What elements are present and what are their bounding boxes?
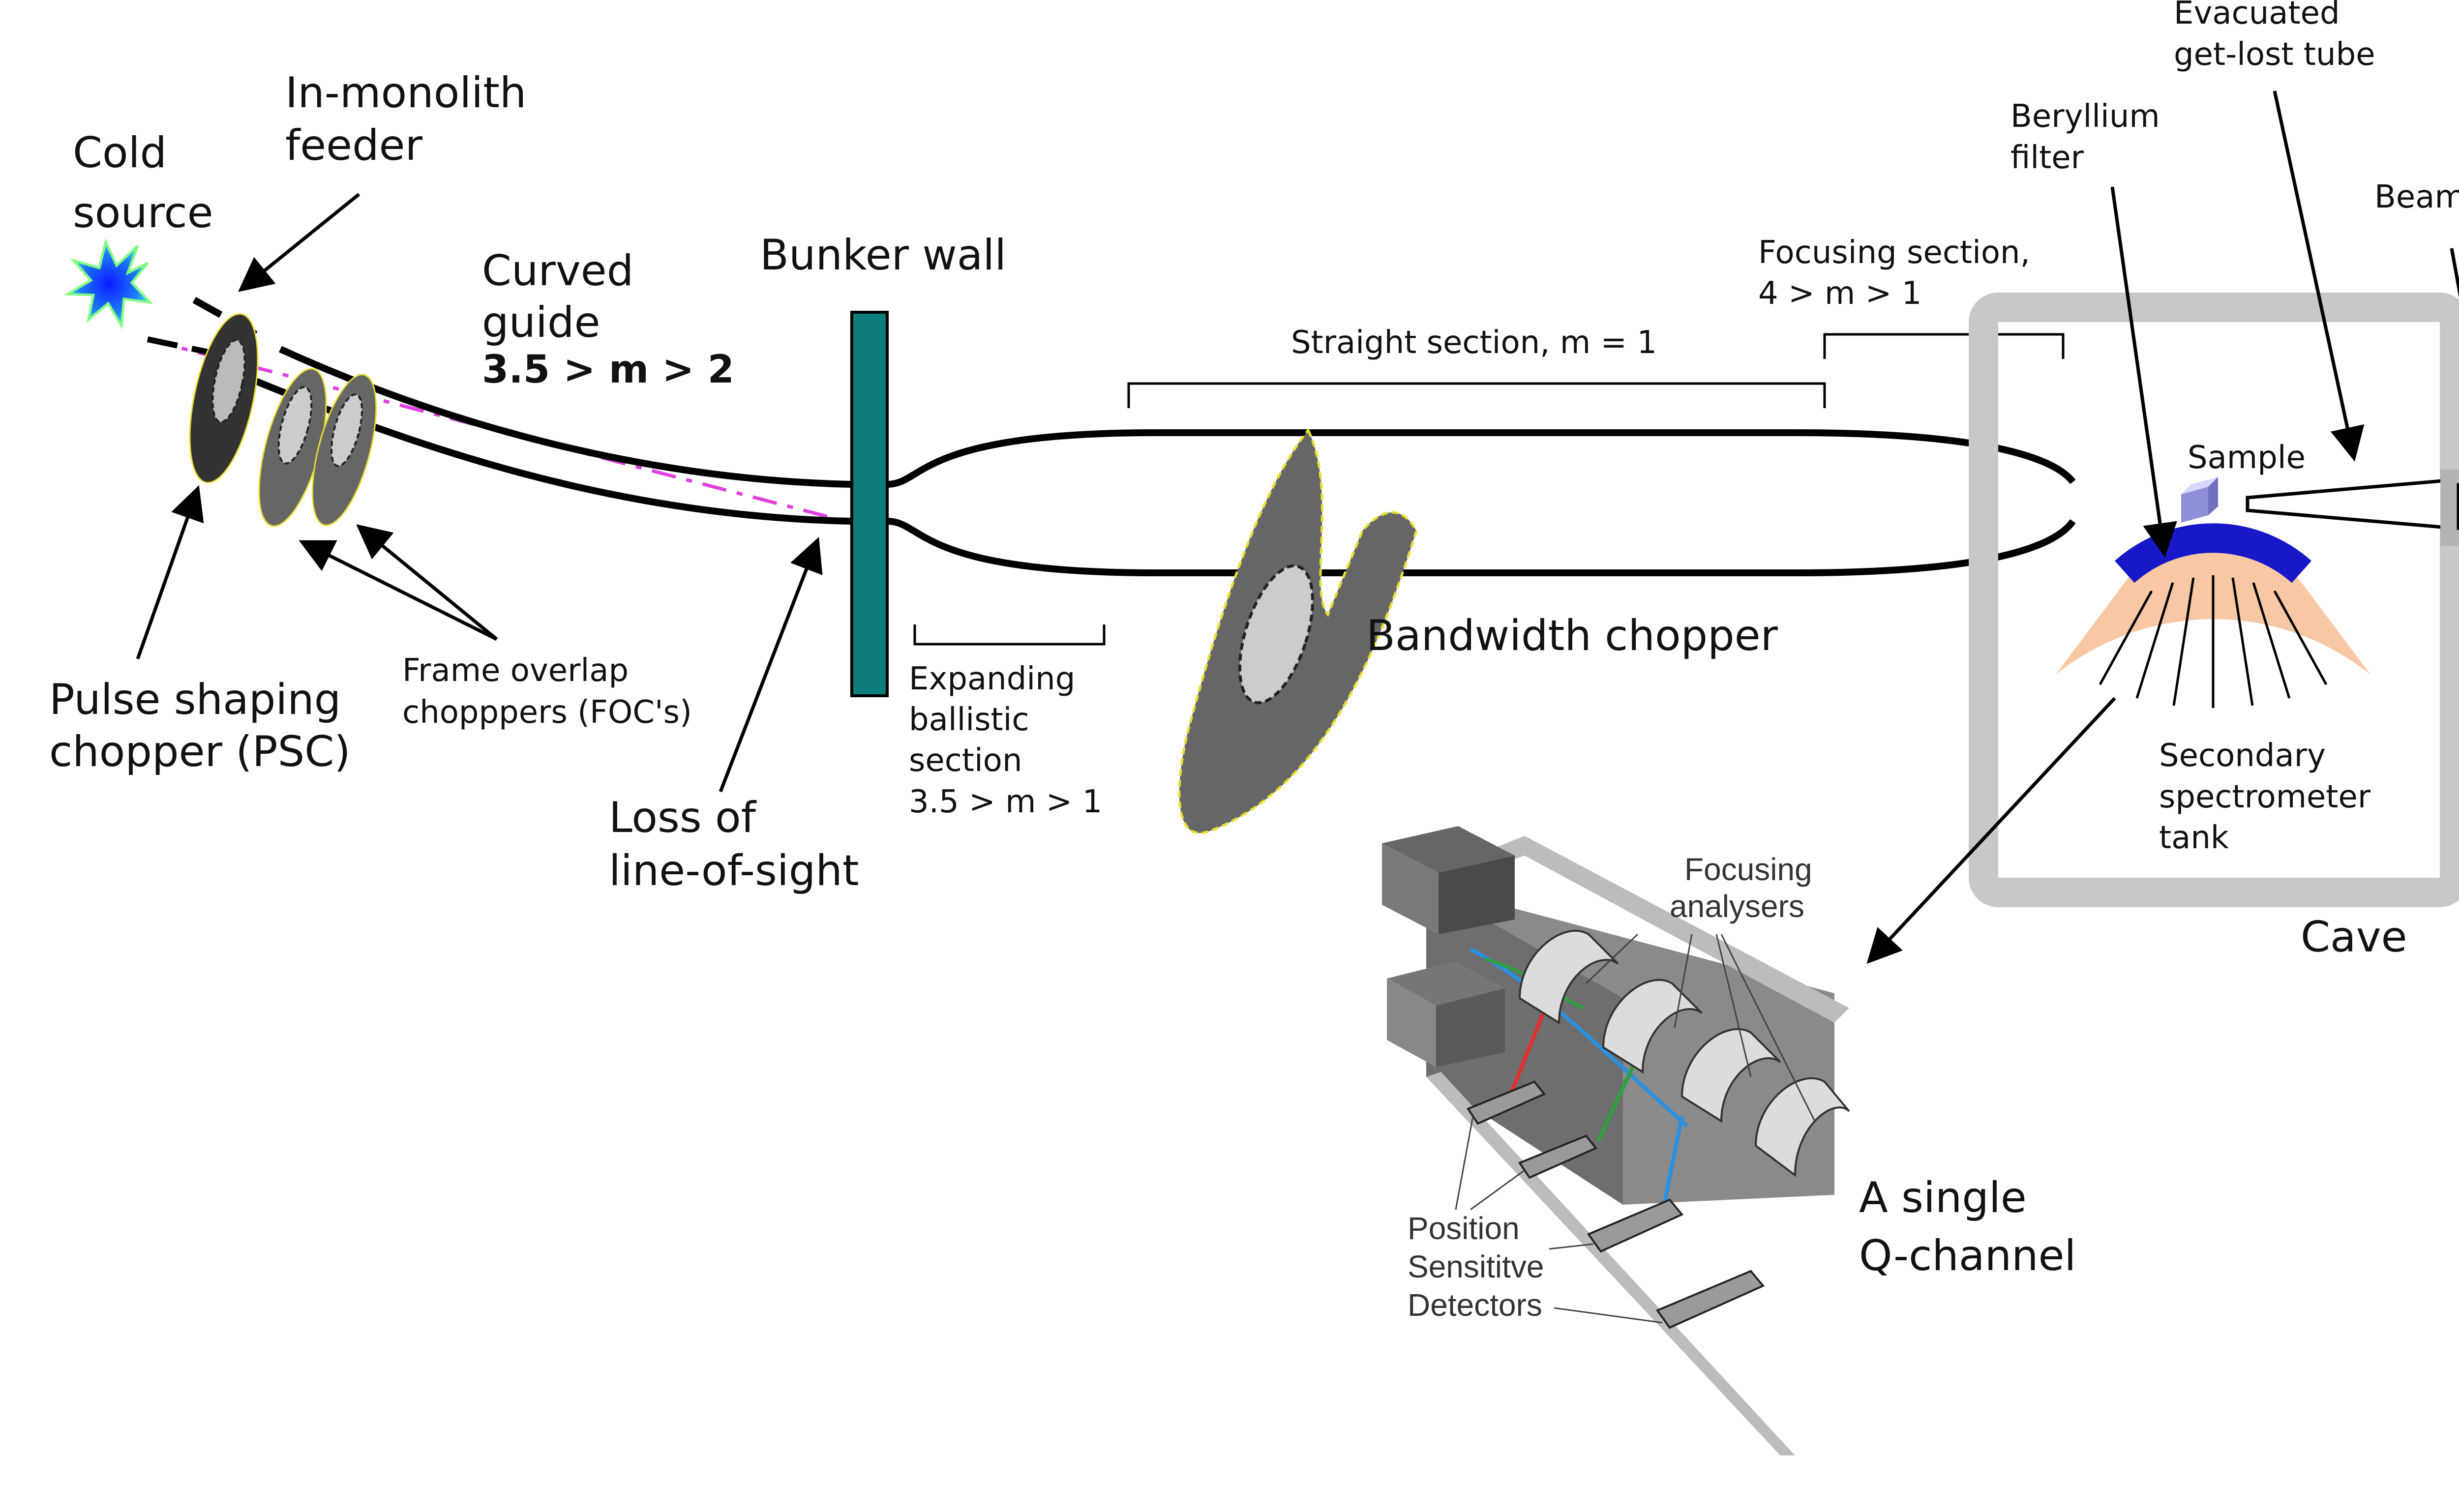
expanding-section-bracket bbox=[913, 624, 1106, 646]
curved-guide-label: Curved guide bbox=[482, 246, 647, 347]
cold-source-star-icon bbox=[63, 238, 153, 329]
focusing-analysers-label: Focusing analysers bbox=[1670, 852, 1821, 924]
frame-overlap-chopper-1 bbox=[258, 368, 327, 527]
cave-label: Cave bbox=[2301, 913, 2407, 962]
pulse-shaping-chopper bbox=[189, 313, 259, 484]
straight-section-label: Straight section, m = 1 bbox=[1291, 325, 1657, 361]
q-channel-inset bbox=[1382, 826, 1850, 1455]
beam-stop-housing bbox=[2440, 470, 2459, 546]
focusing-section-bracket bbox=[1823, 333, 2065, 359]
cold-source-label: Cold source bbox=[73, 128, 213, 237]
frame-overlap-chopper-2 bbox=[311, 374, 377, 526]
evacuated-get-lost-tube bbox=[2246, 477, 2459, 531]
bunker-wall bbox=[850, 311, 889, 697]
secondary-spectrometer-tank-label: Secondary spectrometer tank bbox=[2159, 738, 2381, 856]
curved-guide-lower-wall bbox=[254, 378, 851, 525]
bandwidth-chopper bbox=[1178, 428, 1418, 834]
frame-overlap-choppers-label: Frame overlap chopppers (FOC's) bbox=[402, 652, 692, 731]
in-monolith-feeder-label: In-monolith feeder bbox=[285, 68, 540, 170]
annotation-arrows bbox=[136, 90, 2459, 964]
expanding-ballistic-section-label: Expanding ballistic section 3.5 > m > 1 bbox=[909, 661, 1102, 820]
curved-guide-m-label: 3.5 > m > 2 bbox=[482, 348, 734, 392]
beam-stop-label: Beam stop bbox=[2374, 179, 2459, 215]
pulse-shaping-chopper-label: Pulse shaping chopper (PSC) bbox=[49, 675, 355, 776]
beam-stop bbox=[2457, 483, 2459, 530]
sample-label: Sample bbox=[2188, 440, 2306, 476]
position-sensitive-detectors-label: Position Sensititve Detectors bbox=[1408, 1211, 1553, 1323]
bunker-wall-label: Bunker wall bbox=[760, 231, 1006, 280]
bandwidth-chopper-label: Bandwidth chopper bbox=[1366, 611, 1778, 660]
sample-cube-icon bbox=[2181, 477, 2218, 523]
single-q-channel-label: A single Q-channel bbox=[1859, 1173, 2076, 1280]
straight-section-bracket bbox=[1127, 382, 1826, 408]
loss-of-line-of-sight-label: Loss of line-of-sight bbox=[609, 793, 859, 895]
line-of-sight-dash bbox=[147, 337, 837, 521]
beryllium-filter-label: Beryllium filter bbox=[2010, 98, 2170, 176]
main-guide-lower-wall bbox=[887, 518, 2076, 576]
in-monolith-feeder-lower bbox=[147, 336, 242, 362]
evacuated-tube-label: Evacuated get-lost tube bbox=[2174, 0, 2375, 73]
focusing-section-label: Focusing section, 4 > m > 1 bbox=[1758, 235, 2040, 312]
cave-wall bbox=[1969, 293, 2459, 907]
main-guide-upper-wall bbox=[887, 429, 2076, 488]
detector-fan-lines bbox=[2099, 575, 2328, 708]
